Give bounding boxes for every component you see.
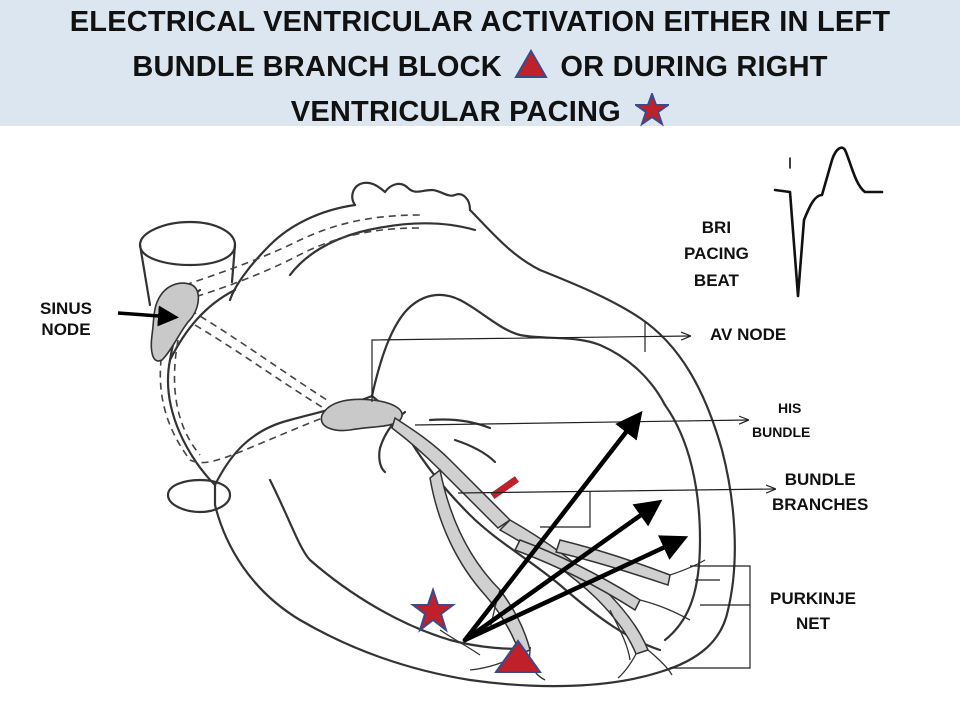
bri-pacing-beat-label-line1: BRI xyxy=(701,218,732,237)
his-bundle-label-line1: HIS xyxy=(778,400,802,416)
title-line-2b: OR DURING RIGHT xyxy=(560,51,828,83)
aortic-arch xyxy=(351,181,472,212)
sinus-node-label-line1: SINUS xyxy=(40,299,92,318)
internodal-pathways xyxy=(159,214,421,464)
sinus-node-leader xyxy=(117,305,179,327)
av-node-leader xyxy=(371,336,690,402)
title-banner xyxy=(0,0,960,126)
sinus-node-label-line2: NODE xyxy=(41,320,91,340)
title-line-2: BUNDLE BRANCH BLOCK OR DURING RIGHT xyxy=(0,48,960,84)
title-line-2a: BUNDLE BRANCH BLOCK xyxy=(132,51,502,83)
vector-arrow-2 xyxy=(462,499,663,643)
heart-outer-wall xyxy=(166,208,736,688)
septum-upper xyxy=(370,293,462,398)
pacing-star-icon xyxy=(410,586,456,633)
bri-pacing-beat-label: BRI PACING BEAT xyxy=(684,217,749,291)
purkinje-net-label-line2: NET xyxy=(795,614,830,634)
purkinje-net-label-line1: PURKINJE xyxy=(770,589,856,608)
inferior-vena-cava xyxy=(166,478,232,514)
bundle-branches-label: BUNDLE BRANCHES xyxy=(772,469,868,516)
bri-pacing-beat-label-line2: PACING xyxy=(684,244,749,264)
leader-lines xyxy=(117,305,775,669)
av-node-label: AV NODE xyxy=(710,325,787,344)
star-icon xyxy=(633,91,672,127)
his-bundle-leader xyxy=(414,420,748,426)
bri-pacing-beat-label-line3: BEAT xyxy=(693,270,739,290)
purkinje-bracket xyxy=(670,565,751,669)
vector-arrow-3 xyxy=(462,535,689,643)
bundle-branches-label-line1: BUNDLE xyxy=(784,470,856,489)
title-line-3-text: VENTRICULAR PACING xyxy=(290,96,621,128)
triangle-icon xyxy=(514,48,548,78)
left-ventricle-wall xyxy=(663,403,702,642)
title-line-1: ELECTRICAL VENTRICULAR ACTIVATION EITHER… xyxy=(69,6,891,38)
av-node xyxy=(320,398,403,432)
lbbb-triangle-icon xyxy=(494,639,542,673)
purkinje-net-label: PURKINJE NET xyxy=(770,588,856,635)
his-bundle-label: HIS BUNDLE xyxy=(752,400,810,441)
sinus-node-label: SINUS NODE xyxy=(40,298,92,341)
bundle-branches-leader xyxy=(457,489,775,493)
his-bundle-label-line2: BUNDLE xyxy=(752,423,811,440)
title-line-3: VENTRICULAR PACING xyxy=(0,91,960,129)
superior-vena-cava xyxy=(138,220,237,267)
activation-vectors xyxy=(462,410,689,643)
bundle-branches-label-line2: BRANCHES xyxy=(772,495,869,515)
block-marker xyxy=(490,476,520,500)
vector-arrow-1 xyxy=(462,410,643,643)
his-bundle xyxy=(391,416,512,529)
ecg-pacing-beat xyxy=(773,146,884,298)
